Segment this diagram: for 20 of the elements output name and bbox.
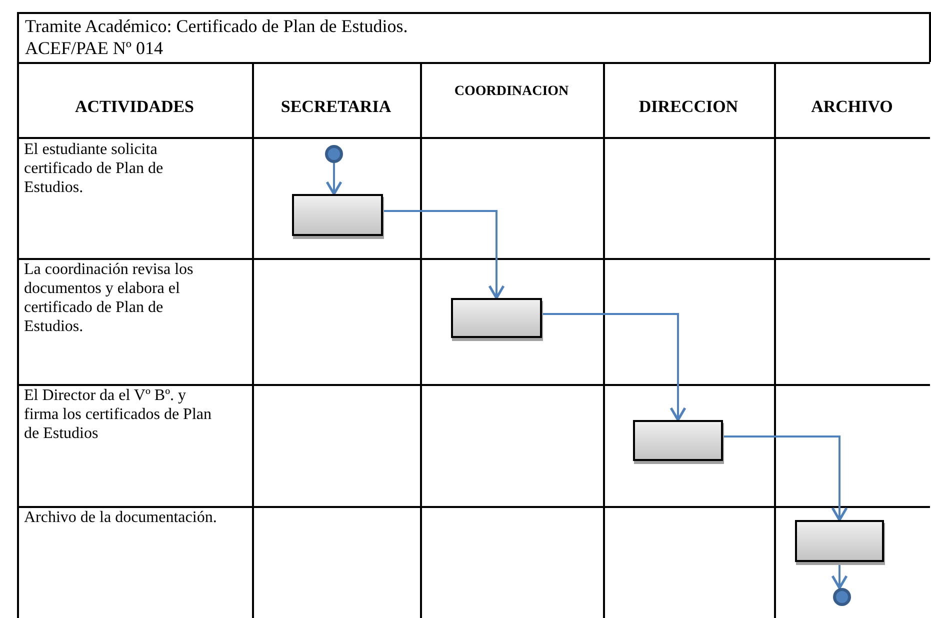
column-header: DIRECCION xyxy=(638,96,738,118)
arrow xyxy=(326,163,342,196)
title: Tramite Académico: Certificado de Plan de Estudios. xyxy=(25,15,408,37)
column-header: COORDINACION xyxy=(454,82,569,100)
column-header: SECRETARIA xyxy=(280,96,392,118)
activity-box xyxy=(292,194,383,236)
column-header: ACTIVIDADES xyxy=(74,96,194,118)
activity-text: La coordinación revisa los documentos y elabora el certificado de Plan de Estudios. xyxy=(24,261,194,335)
activity-text: El estudiante solicita certificado de Plan de Estudios. xyxy=(24,141,164,196)
activity-box xyxy=(633,420,723,461)
document-code: ACEF/PAE Nº 014 xyxy=(25,38,163,58)
activity-text: Archivo de la documentación. xyxy=(24,509,217,526)
arrow xyxy=(542,313,686,422)
arrow xyxy=(723,436,848,522)
activity-text: El Director da el Vº Bº. y firma los certificados de Plan de Estudios xyxy=(24,387,212,442)
activity-box xyxy=(451,298,542,338)
arrow xyxy=(831,562,848,590)
column-header: ARCHIVO xyxy=(811,96,893,118)
arrow xyxy=(383,210,505,300)
activity-box xyxy=(795,520,884,562)
